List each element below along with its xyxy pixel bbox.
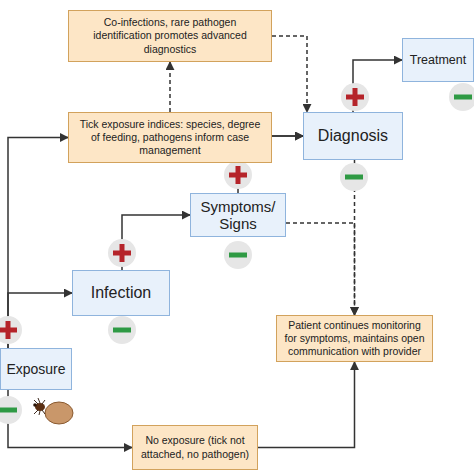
text-holder: Diagnosis	[318, 127, 388, 145]
node-text: Diagnosis	[318, 127, 388, 145]
note-box: Tick exposure indices: species, degree o…	[68, 112, 272, 163]
flow-arrow	[272, 135, 303, 137]
text-holder: Co-infections, rare pathogen identificat…	[76, 16, 264, 55]
process-box: Symptoms/ Signs	[190, 193, 286, 237]
node-text: Treatment	[410, 53, 467, 67]
dashed-connector	[286, 223, 355, 315]
outcome-symbols	[0, 83, 474, 424]
plus-symbol	[341, 83, 369, 111]
minus-symbol	[449, 83, 474, 111]
flow-arrow	[8, 390, 132, 448]
node-text: Tick exposure indices: species, degree o…	[76, 118, 264, 157]
note-box: No exposure (tick not attached, no patho…	[132, 425, 258, 470]
process-box: Infection	[72, 270, 170, 316]
minus-symbol	[0, 396, 22, 424]
flow-arrow	[8, 138, 68, 349]
node-text: Patient continues monitoring for symptom…	[284, 319, 425, 358]
text-holder: Infection	[91, 284, 151, 302]
text-holder: Symptoms/ Signs	[195, 198, 281, 233]
dashed-connector	[169, 62, 171, 112]
text-holder: Patient continues monitoring for symptom…	[284, 319, 425, 358]
node-text: No exposure (tick not attached, no patho…	[140, 434, 250, 460]
minus-symbol	[224, 241, 252, 269]
flow-arrow	[258, 362, 355, 448]
text-holder: Treatment	[410, 53, 467, 67]
node-text: Exposure	[6, 361, 65, 377]
node-text: Co-infections, rare pathogen identificat…	[76, 16, 264, 55]
text-holder: Exposure	[6, 361, 65, 377]
process-box: Diagnosis	[303, 112, 403, 160]
note-box: Patient continues monitoring for symptom…	[276, 315, 433, 362]
node-text: Infection	[91, 284, 151, 302]
plus-symbol	[0, 316, 22, 344]
minus-symbol	[108, 316, 136, 344]
tick-illustration	[33, 398, 73, 424]
plus-symbol	[108, 239, 136, 267]
text-holder: Tick exposure indices: species, degree o…	[76, 118, 264, 157]
plus-symbol	[224, 161, 252, 189]
node-text: Symptoms/ Signs	[195, 198, 281, 233]
process-box: Treatment	[402, 38, 474, 82]
text-holder: No exposure (tick not attached, no patho…	[140, 434, 250, 460]
process-box: Exposure	[0, 348, 72, 390]
minus-symbol	[340, 163, 368, 191]
note-box: Co-infections, rare pathogen identificat…	[68, 10, 272, 62]
dashed-connector	[272, 36, 307, 112]
